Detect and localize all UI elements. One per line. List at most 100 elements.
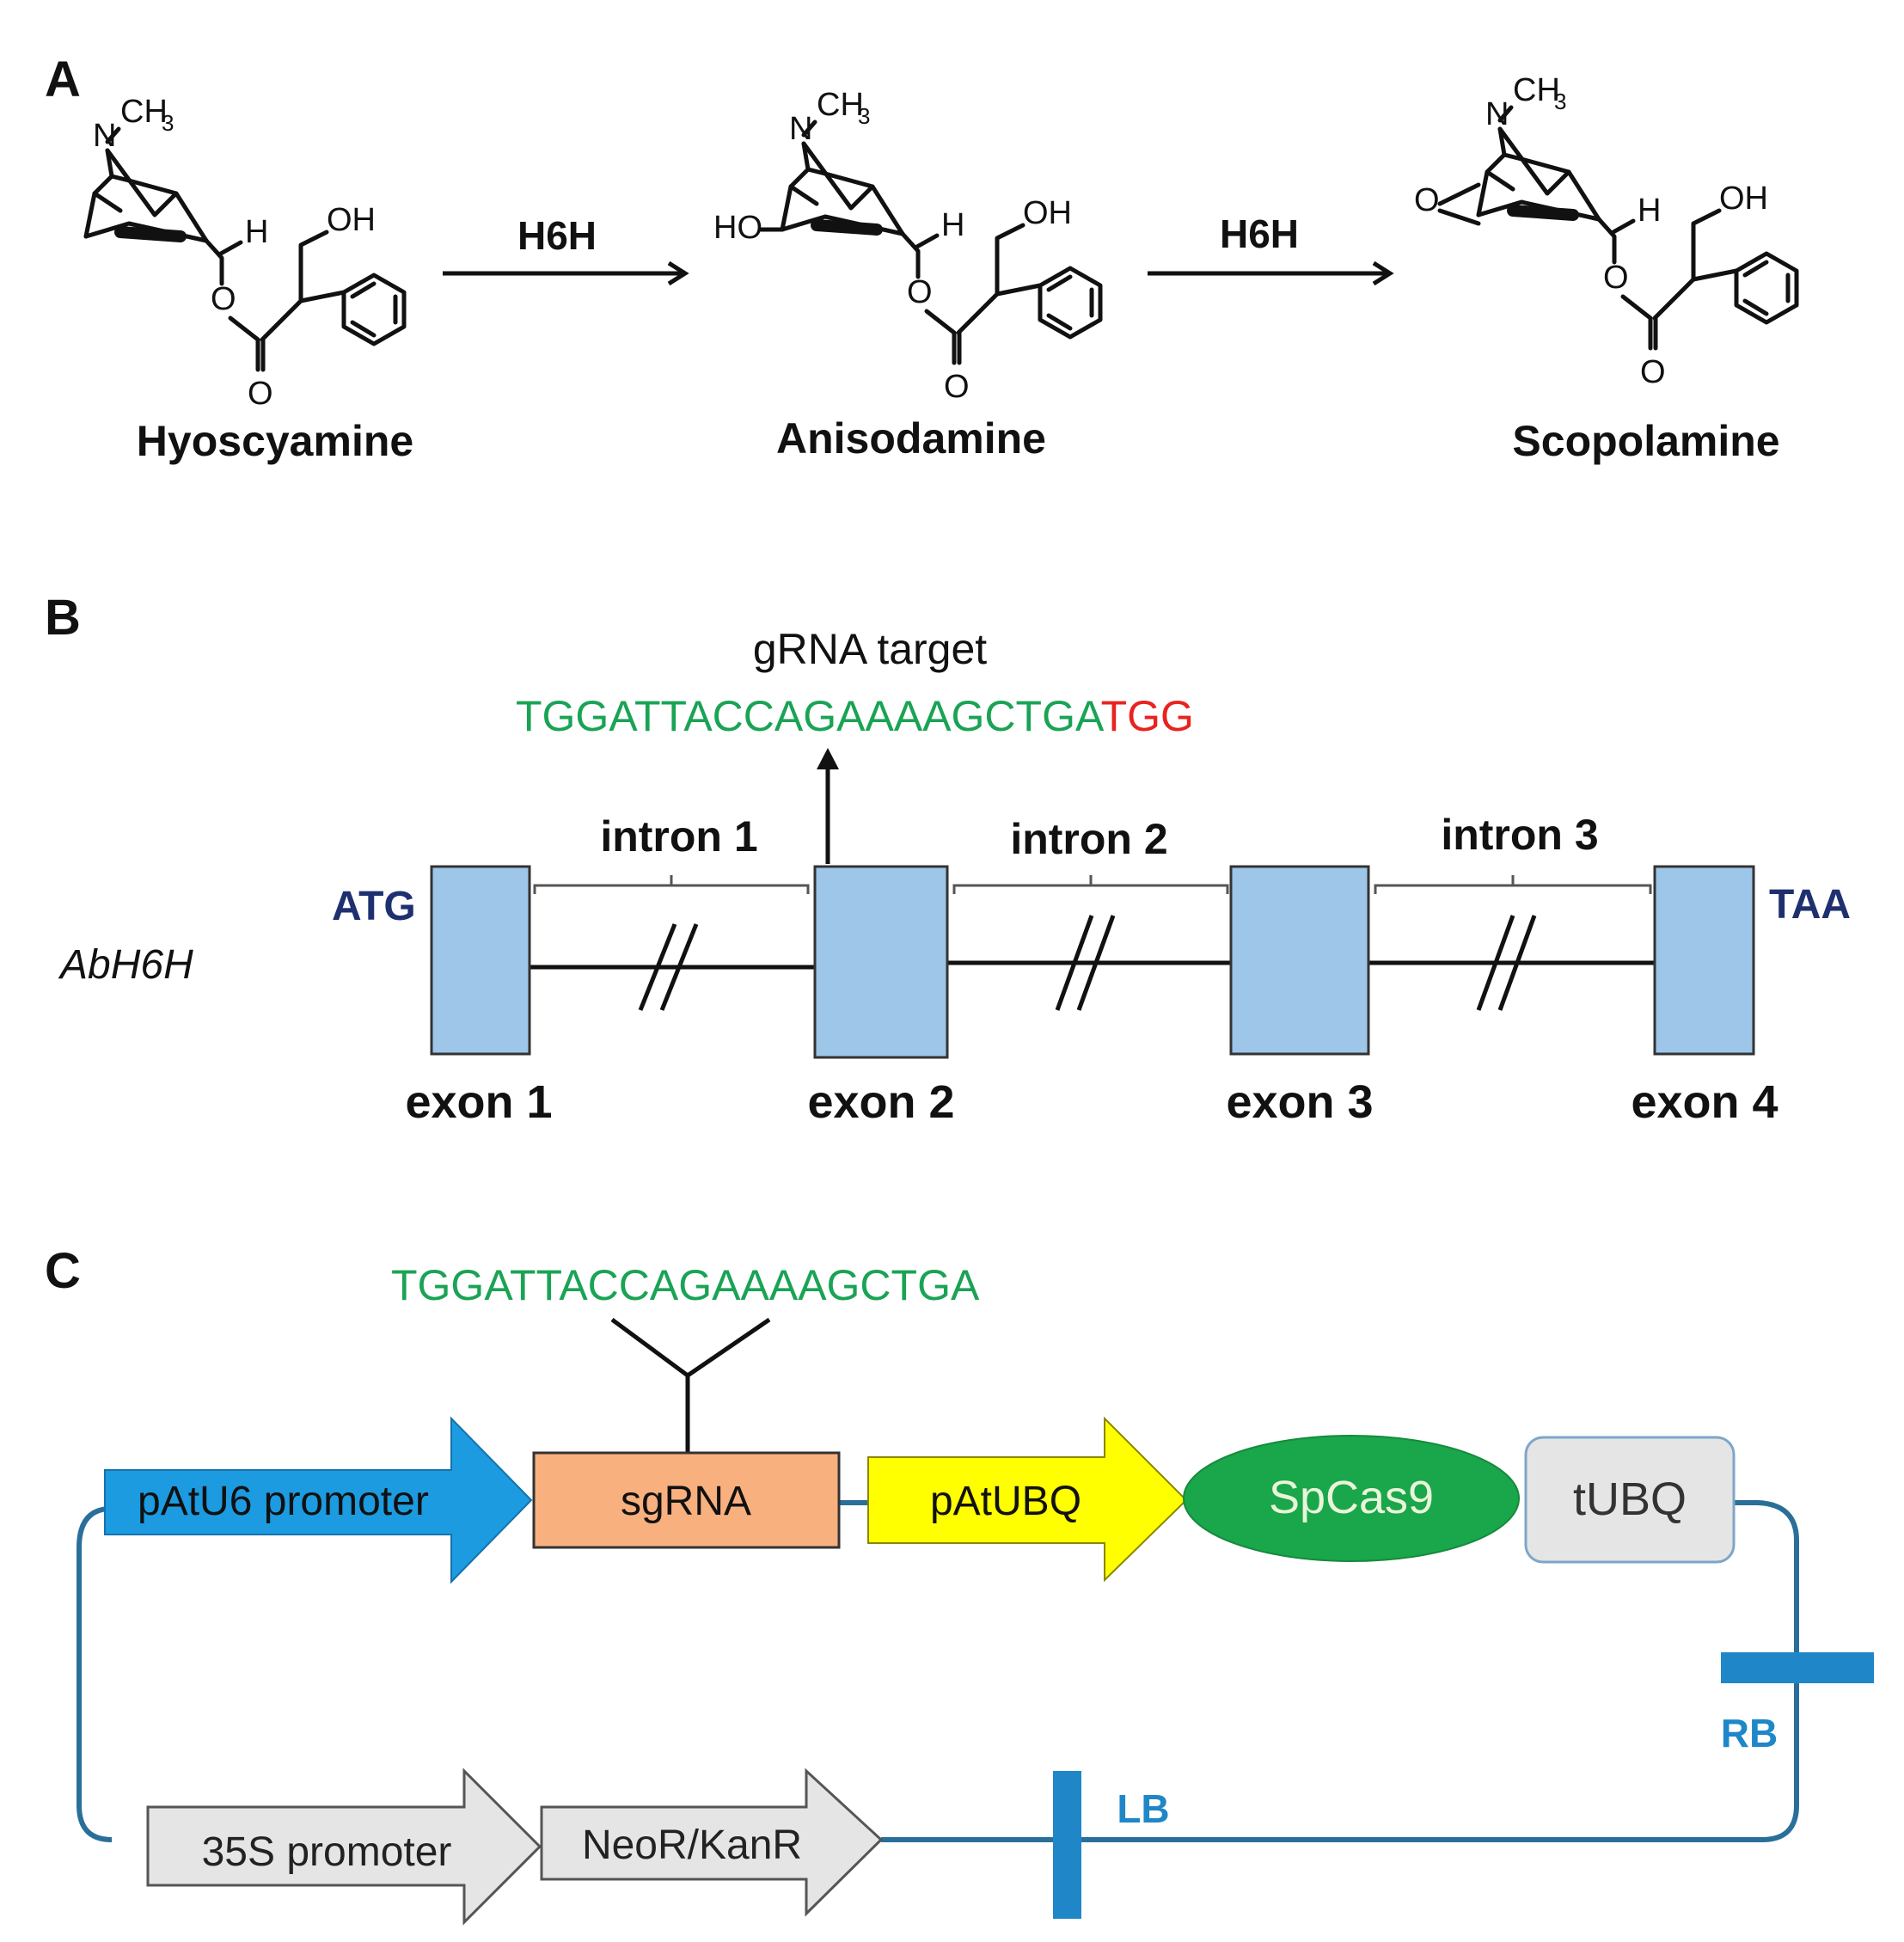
spcas9-label: SpCas9 [1269,1472,1434,1523]
exon-label-3: exon 3 [1226,1076,1373,1128]
compound-name-scopolamine: Scopolamine [1512,417,1779,465]
exon-2-box [813,865,949,1059]
grna-target-title: gRNA target [753,625,987,673]
insert-connector [610,1317,771,1457]
break-mark-2 [1055,915,1116,1011]
bond [105,126,121,144]
tubq-label: tUBQ [1573,1473,1687,1525]
bond [801,119,817,138]
ho-atom: HO [713,210,762,246]
o-atom: O [211,281,236,317]
arrow-head-icon [1372,260,1394,286]
stop-codon: TAA [1769,882,1851,928]
arrow-head-icon [817,748,839,769]
exon-3-box [1229,865,1370,1056]
intron-label-3: intron 3 [1441,811,1598,859]
oh-atom: OH [1719,181,1768,217]
target-sequence: TGGATTACCAGAAAAGCTGA [516,692,1105,740]
spcas9-ellipse [1183,1435,1520,1562]
bond [298,230,329,303]
bond [1497,105,1514,123]
bond [811,219,883,236]
patubq-label: pAtUBQ [930,1479,1081,1524]
bond [204,238,224,286]
exon-1-box [430,865,531,1056]
phenyl-ring [341,273,407,346]
ch3-atom: CH [1513,72,1560,108]
bond [780,141,905,236]
h-atom: H [1638,193,1661,229]
bond [1507,205,1579,221]
patu6-promoter-arrow [104,1416,533,1584]
bond [217,240,243,257]
bond [1691,268,1739,282]
bond [1596,217,1617,265]
panel-b: B gRNA target TGGATTACCAGAAAAGCTGATGG Ab… [45,590,1851,1128]
bond [995,283,1043,297]
ch3-sub: 3 [162,110,174,136]
phenyl-ring [1734,251,1799,325]
rb-border-bar [1721,1652,1874,1683]
intron-2-bracket [952,875,1229,894]
grna-target-sequence: TGGATTACCAGAAAAGCTGATGG [516,692,1194,740]
intron-3-bracket [1374,875,1652,894]
intron-label-2: intron 2 [1010,815,1167,863]
patu6-promoter-label: pAtU6 promoter [138,1479,429,1524]
bond [350,281,398,338]
bond [780,141,905,236]
insert-sequence: TGGATTACCAGAAAAGCTGA [391,1261,980,1309]
panel-b-letter: B [45,590,81,646]
panel-a-letter: A [45,52,81,107]
panel-c: C TGGATTACCAGAAAAGCTGA pAtU6 promoter sg… [45,1243,1874,1926]
intron-label-1: intron 1 [600,812,757,861]
o-atom: O [248,376,273,412]
tubq-box [1524,1436,1736,1564]
oh-atom: OH [1023,195,1072,231]
intron-1-bracket [533,875,810,894]
h-atom: H [941,207,964,243]
ch3-sub: 3 [1554,89,1566,114]
anisodamine-structure: N CH 3 HO H O O OH [713,87,1103,405]
35s-promoter-arrow [146,1767,542,1926]
bond [924,291,1000,365]
patubq-promoter-arrow [867,1416,1188,1583]
phenyl-ring [1038,266,1103,340]
bond [114,226,187,242]
bond [1742,260,1791,316]
panel-a: A N CH 3 H O O OH Hyoscyamine H6H [45,52,1799,465]
exon-4-box [1653,865,1755,1056]
enzyme-label-2: H6H [1220,211,1299,256]
sgrna-box [532,1451,841,1549]
bond [913,233,940,250]
bond [83,148,209,243]
bond [1609,218,1636,236]
o-atom: O [1640,354,1666,390]
arrow-head-icon [667,260,689,286]
ch3-sub: 3 [858,103,870,129]
h-atom: H [245,214,268,250]
o-atom: O [907,274,933,310]
bond [1046,274,1094,331]
oh-atom: OH [327,202,376,238]
lb-border-bar [1053,1771,1081,1919]
bond [83,148,209,243]
pam-sequence: TGG [1101,692,1194,740]
bond [1620,277,1696,351]
ch3-atom: CH [817,87,864,123]
epoxide-o-atom: O [1414,182,1440,218]
35s-promoter-label: 35S promoter [202,1829,452,1875]
exon-label-4: exon 4 [1631,1076,1778,1128]
ch3-atom: CH [120,94,168,130]
bond [900,231,921,279]
panel-c-letter: C [45,1243,81,1299]
scopolamine-structure: N CH 3 O H O O OH [1414,72,1799,390]
neor-kanr-arrow [540,1767,884,1917]
compound-name-anisodamine: Anisodamine [776,414,1046,463]
exon-label-2: exon 2 [807,1076,954,1128]
break-mark-3 [1476,915,1537,1011]
break-mark-1 [638,923,699,1011]
o-atom: O [944,369,970,405]
hyoscyamine-structure: N CH 3 H O O OH [83,94,407,412]
enzyme-label-1: H6H [517,213,597,258]
